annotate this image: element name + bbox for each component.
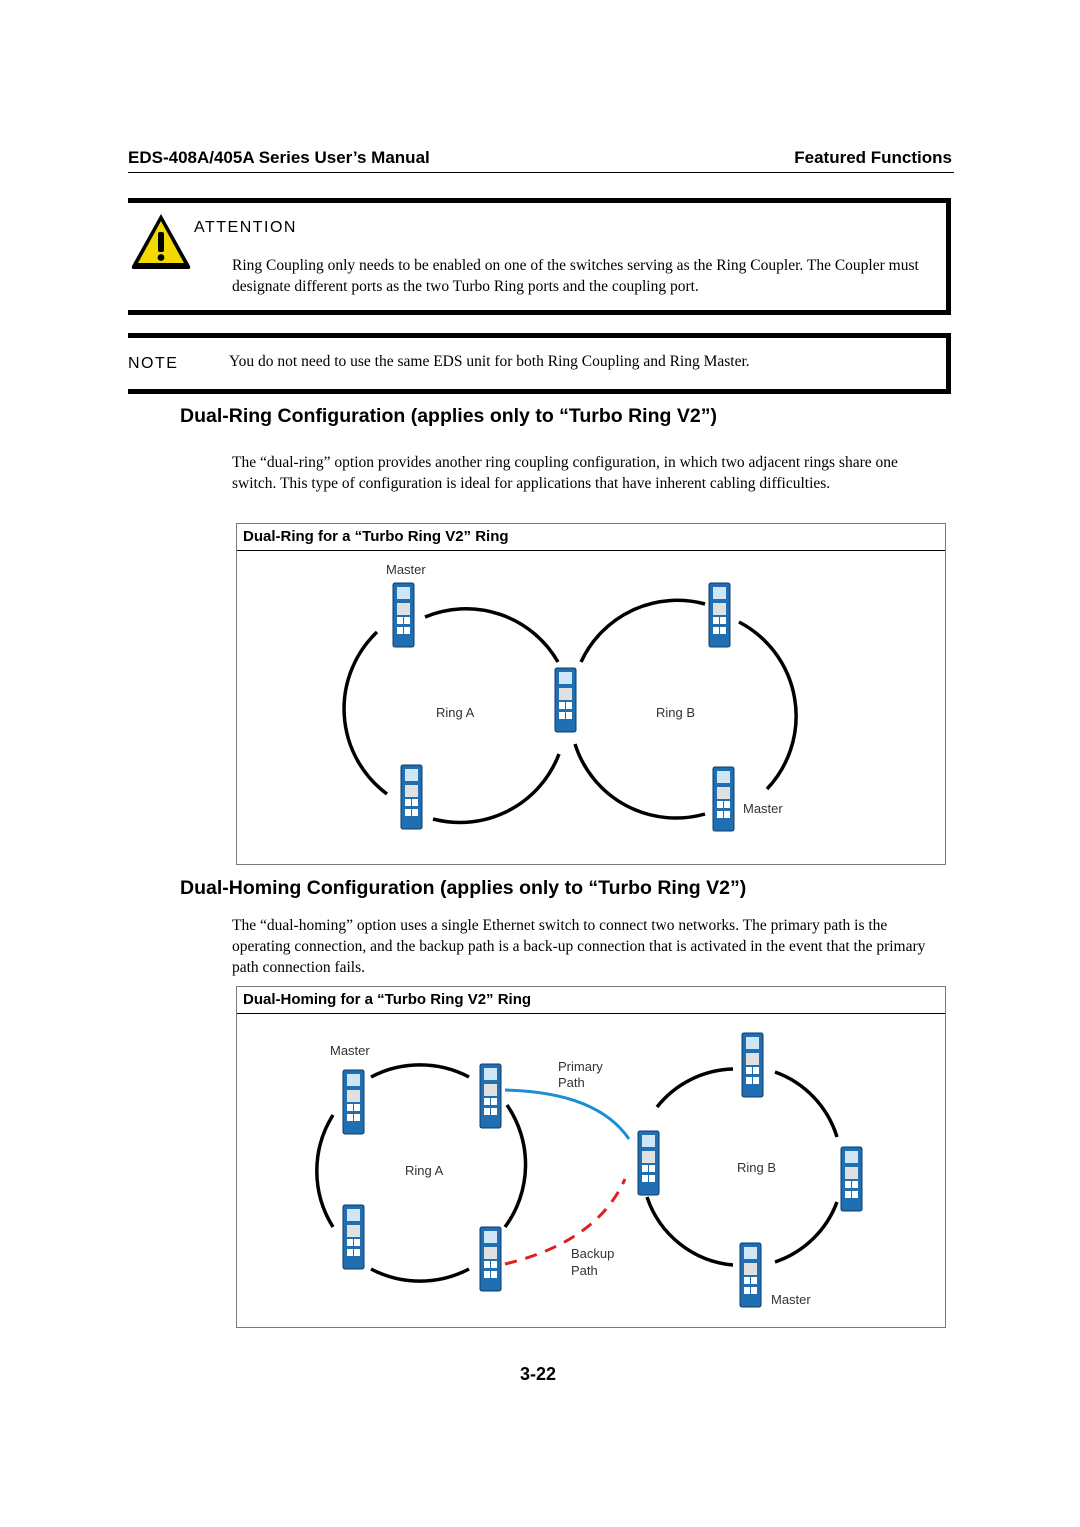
dual-homing-heading: Dual-Homing Configuration (applies only … <box>180 877 747 899</box>
switch-icon <box>840 1146 863 1212</box>
header-rule <box>128 172 954 173</box>
figure-title-rule <box>237 1013 945 1014</box>
dual-ring-paragraph: The “dual-ring” option provides another … <box>232 454 898 492</box>
dual-homing-figure-title: Dual-Homing for a “Turbo Ring V2” Ring <box>243 991 532 1008</box>
ring-a-bottom-arc <box>370 1267 470 1283</box>
switch-icon <box>712 766 735 832</box>
ring-a-left-arc <box>315 1114 335 1228</box>
note-box <box>128 333 951 394</box>
dual-ring-diagram: Master Ring A Ring B Master <box>342 562 798 832</box>
dual-ring-heading: Dual-Ring Configuration (applies only to… <box>180 405 717 427</box>
warning-icon <box>131 214 191 269</box>
switch-icon <box>554 667 577 733</box>
note-title: NOTE <box>128 355 179 372</box>
dual-ring-figure-title: Dual-Ring for a “Turbo Ring V2” Ring <box>243 528 509 545</box>
ring-b-top-arc <box>579 598 706 663</box>
label-ring-a: Ring A <box>436 705 475 720</box>
attention-text: Ring Coupling only needs to be enabled o… <box>232 257 919 295</box>
dual-homing-diagram: Master Primary Path Ring A Ring B Backup… <box>315 1032 863 1308</box>
ring-a-left-arc <box>342 630 389 796</box>
ring-b-right-top-arc <box>774 1070 839 1138</box>
label-ring-b: Ring B <box>737 1160 776 1175</box>
figure-title-rule <box>237 550 945 551</box>
switch-icon <box>400 764 423 830</box>
chapter-title: Featured Functions <box>794 148 952 167</box>
switch-icon <box>479 1226 502 1292</box>
switch-icon <box>741 1032 764 1098</box>
ring-a-bottom-arc <box>432 753 561 825</box>
label-master-right: Master <box>771 1292 811 1307</box>
label-master-bottom: Master <box>743 801 783 816</box>
switch-icon <box>739 1242 762 1308</box>
label-ring-a: Ring A <box>405 1163 444 1178</box>
note-text: You do not need to use the same EDS unit… <box>229 353 750 370</box>
ring-b-bottom-arc <box>573 743 706 820</box>
label-backup: Backup <box>571 1246 614 1261</box>
dual-homing-paragraph: The “dual-homing” option uses a single E… <box>232 917 926 976</box>
label-primary-path: Path <box>558 1075 585 1090</box>
ring-b-right-bottom-arc <box>774 1201 839 1264</box>
attention-box <box>128 198 951 315</box>
switch-icon <box>342 1069 365 1135</box>
label-master-left: Master <box>330 1043 370 1058</box>
ring-b-bottom-arc <box>645 1196 734 1267</box>
ring-a-right-arc <box>503 1104 528 1229</box>
switch-icon <box>342 1204 365 1270</box>
page-number: 3-22 <box>520 1364 557 1384</box>
label-ring-b: Ring B <box>656 705 695 720</box>
backup-path-link <box>504 1178 627 1266</box>
ring-b-right-arc <box>738 620 798 791</box>
ring-a-top-arc <box>370 1063 470 1079</box>
ring-b-top-arc <box>655 1067 734 1109</box>
manual-title: EDS-408A/405A Series User’s Manual <box>128 148 430 167</box>
primary-path-link <box>504 1088 631 1140</box>
switch-icon <box>708 582 731 648</box>
ring-a-top-arc <box>424 606 560 663</box>
dual-homing-figure: Dual-Homing for a “Turbo Ring V2” Ring <box>236 986 946 1328</box>
label-backup-path: Path <box>571 1263 598 1278</box>
switch-icon <box>637 1130 660 1196</box>
switch-icon <box>392 582 415 648</box>
label-primary: Primary <box>558 1059 603 1074</box>
switch-icon <box>479 1063 502 1129</box>
dual-ring-figure: Dual-Ring for a “Turbo Ring V2” Ring <box>236 523 946 865</box>
attention-title: ATTENTION <box>194 219 297 236</box>
label-master-top: Master <box>386 562 426 577</box>
